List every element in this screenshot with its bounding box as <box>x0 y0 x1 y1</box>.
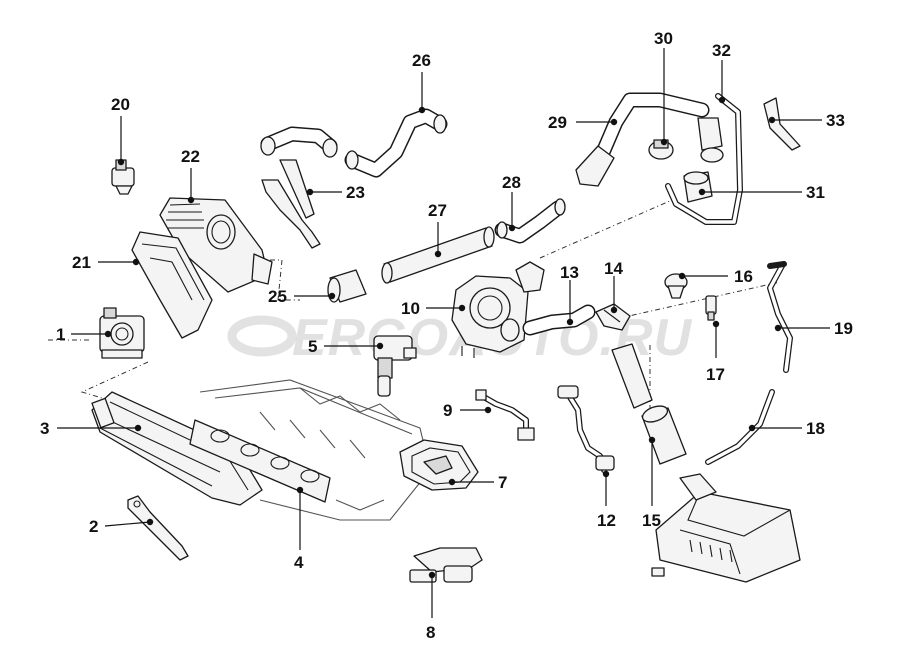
part-30-sensor <box>648 139 674 160</box>
callout-1: 1 <box>56 325 65 344</box>
callout-29: 29 <box>548 113 567 132</box>
part-5-coil-sensor <box>373 335 417 397</box>
part-4-gasket <box>189 419 331 503</box>
callout-18: 18 <box>806 419 825 438</box>
callout-19: 19 <box>834 319 853 338</box>
callout-4: 4 <box>294 553 304 572</box>
callout-32: 32 <box>712 41 731 60</box>
callout-16: 16 <box>734 267 753 286</box>
callout-28: 28 <box>502 173 521 192</box>
callout-12: 12 <box>597 511 616 530</box>
part-10-pump-housing <box>451 261 545 358</box>
callout-5: 5 <box>308 337 317 356</box>
callout-26: 26 <box>412 51 431 70</box>
part-14-hose <box>595 303 631 331</box>
callout-22: 22 <box>181 147 200 166</box>
part-29-pipe-assembly <box>575 92 724 187</box>
callout-9: 9 <box>443 401 452 420</box>
callout-33: 33 <box>826 111 845 130</box>
part-13-hose <box>522 304 596 336</box>
callout-20: 20 <box>111 95 130 114</box>
part-1-valve-body <box>99 307 145 359</box>
callout-3: 3 <box>40 419 49 438</box>
callouts: 1 2 3 4 5 7 8 9 10 12 13 14 <box>40 29 853 642</box>
part-17-sensor <box>705 295 717 321</box>
callout-27: 27 <box>428 201 447 220</box>
part-15-pipe <box>611 343 687 465</box>
callout-30: 30 <box>654 29 673 48</box>
part-21-duct-bracket <box>131 231 213 339</box>
callout-21: 21 <box>72 253 91 272</box>
part-25-sleeve <box>327 269 367 303</box>
part-22-air-resonator <box>159 197 273 293</box>
part-26-hose <box>344 108 448 178</box>
callout-23: 23 <box>346 183 365 202</box>
callout-13: 13 <box>560 263 579 282</box>
callout-2: 2 <box>89 517 98 536</box>
assembly-lines <box>48 199 781 410</box>
callout-17: 17 <box>706 365 725 384</box>
part-24-hose <box>260 126 338 158</box>
callout-25: 25 <box>268 287 287 306</box>
part-28-hose <box>494 198 566 244</box>
part-23-bracket <box>261 159 321 249</box>
part-8-sensor-bracket <box>409 547 483 583</box>
air-filter-housing <box>651 473 801 583</box>
part-33-clamp <box>763 97 801 151</box>
part-9-pipe <box>475 389 535 441</box>
part-19-hose <box>767 261 793 373</box>
part-2-bracket <box>127 495 189 561</box>
callout-7: 7 <box>498 473 507 492</box>
part-31-sleeve <box>683 171 713 203</box>
callout-14: 14 <box>604 259 623 278</box>
part-7-gasket-plate <box>399 439 479 491</box>
part-18-hose <box>705 389 775 465</box>
part-12-pipe <box>557 385 615 473</box>
callout-8: 8 <box>426 623 435 642</box>
part-32-rod <box>665 93 743 225</box>
part-20-sensor <box>111 159 135 195</box>
callout-10: 10 <box>401 299 420 318</box>
callout-15: 15 <box>642 511 661 530</box>
callout-31: 31 <box>806 183 825 202</box>
